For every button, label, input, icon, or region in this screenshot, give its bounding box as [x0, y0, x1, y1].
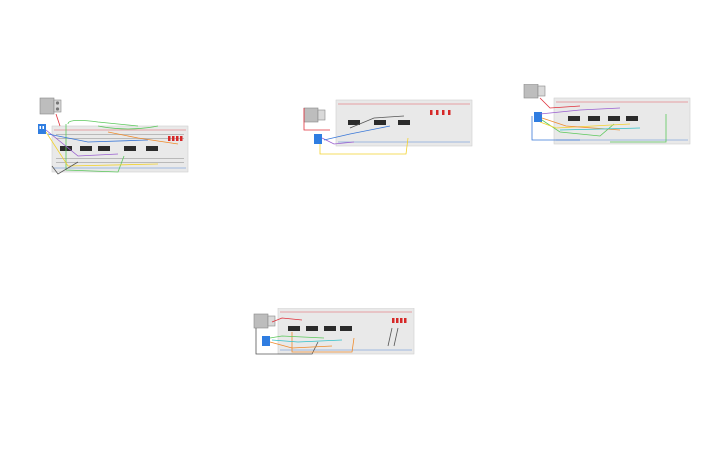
dip-switch[interactable]	[38, 124, 46, 134]
dip-switch[interactable]	[262, 336, 270, 346]
logic-chip[interactable]	[348, 120, 410, 125]
logic-chip[interactable]	[568, 116, 638, 121]
logic-chip[interactable]	[288, 326, 352, 331]
power-supply[interactable]	[253, 313, 276, 329]
circuit-1[interactable]	[38, 96, 190, 176]
led[interactable]	[430, 110, 451, 115]
circuit-3[interactable]	[520, 84, 692, 146]
wires	[303, 108, 409, 155]
wires	[255, 317, 399, 355]
wires	[531, 97, 667, 143]
power-supply[interactable]	[39, 97, 62, 115]
circuit-2[interactable]	[300, 98, 474, 158]
wires	[45, 113, 179, 175]
power-supply[interactable]	[303, 107, 326, 123]
led[interactable]	[392, 318, 407, 323]
dip-switch[interactable]	[314, 134, 322, 144]
power-supply[interactable]	[523, 84, 546, 99]
dip-switch[interactable]	[534, 112, 542, 122]
circuit-4[interactable]	[252, 308, 416, 360]
led[interactable]	[168, 136, 183, 141]
